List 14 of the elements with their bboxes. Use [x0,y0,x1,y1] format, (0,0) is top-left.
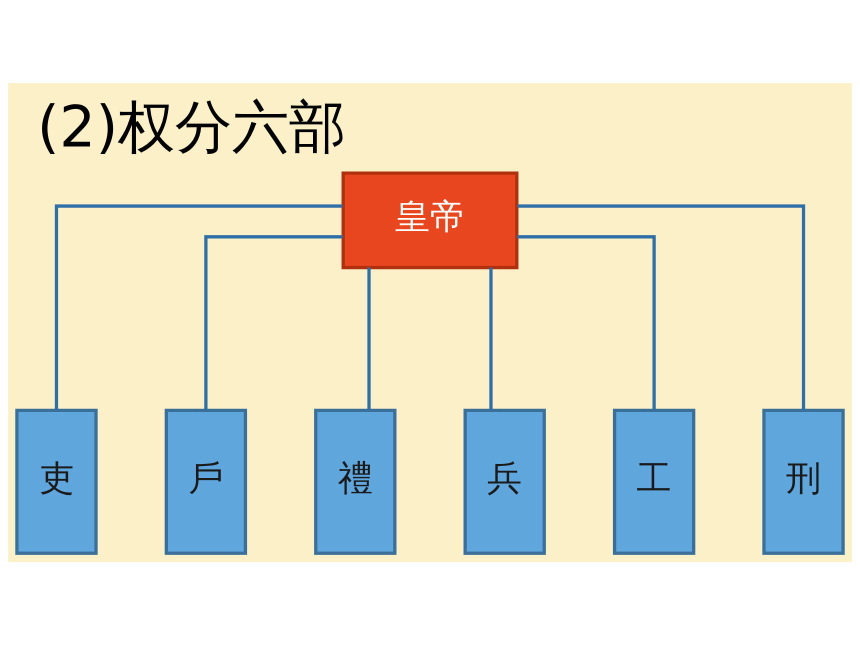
node-box: 吏 [15,408,98,555]
node-box: 戶 [164,408,248,555]
connector [54,204,342,410]
connector [517,235,656,410]
connector [204,235,343,410]
connector [518,204,806,410]
node-box: 兵 [464,408,546,555]
connector [489,268,493,410]
node-box: 禮 [314,408,396,555]
diagram-title: (2)权分六部 [37,94,346,160]
node-box: 刑 [762,408,845,555]
node-box: 皇帝 [342,171,518,270]
connector [367,268,371,410]
node-box: 工 [612,408,696,555]
